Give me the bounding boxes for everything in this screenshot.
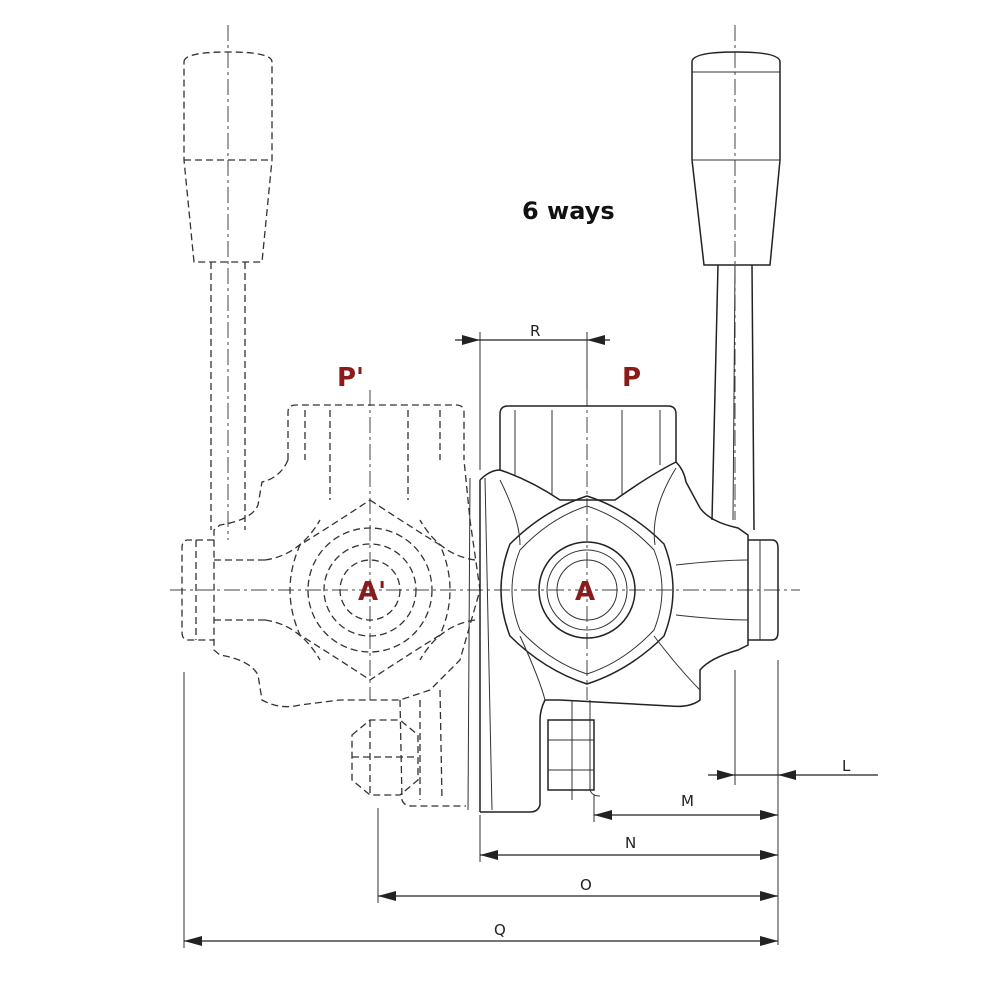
dim-label-M: M xyxy=(681,792,694,810)
dim-label-R: R xyxy=(530,322,540,340)
center-lines xyxy=(170,25,800,700)
dim-label-L: L xyxy=(842,757,851,775)
right-valve-body xyxy=(467,405,779,813)
port-label-a-prime: A' xyxy=(358,577,386,607)
dimension-O xyxy=(377,808,778,903)
dim-label-O: O xyxy=(580,876,592,894)
port-label-p: P xyxy=(622,363,641,393)
dimension-N xyxy=(479,815,778,862)
dim-label-Q: Q xyxy=(494,921,506,939)
dimension-R xyxy=(455,332,610,470)
port-label-p-prime: P' xyxy=(337,363,364,393)
port-label-a: A xyxy=(575,577,595,607)
dimension-Q xyxy=(183,672,778,948)
hex-nuts xyxy=(351,719,595,796)
dim-label-N: N xyxy=(625,834,636,852)
diagram-title: 6 ways xyxy=(522,197,615,225)
dimension-L xyxy=(708,660,878,945)
left-lever-dashed xyxy=(183,51,273,530)
left-valve-body-dashed xyxy=(181,404,481,807)
dimension-M xyxy=(593,795,778,822)
right-lever xyxy=(691,51,781,531)
